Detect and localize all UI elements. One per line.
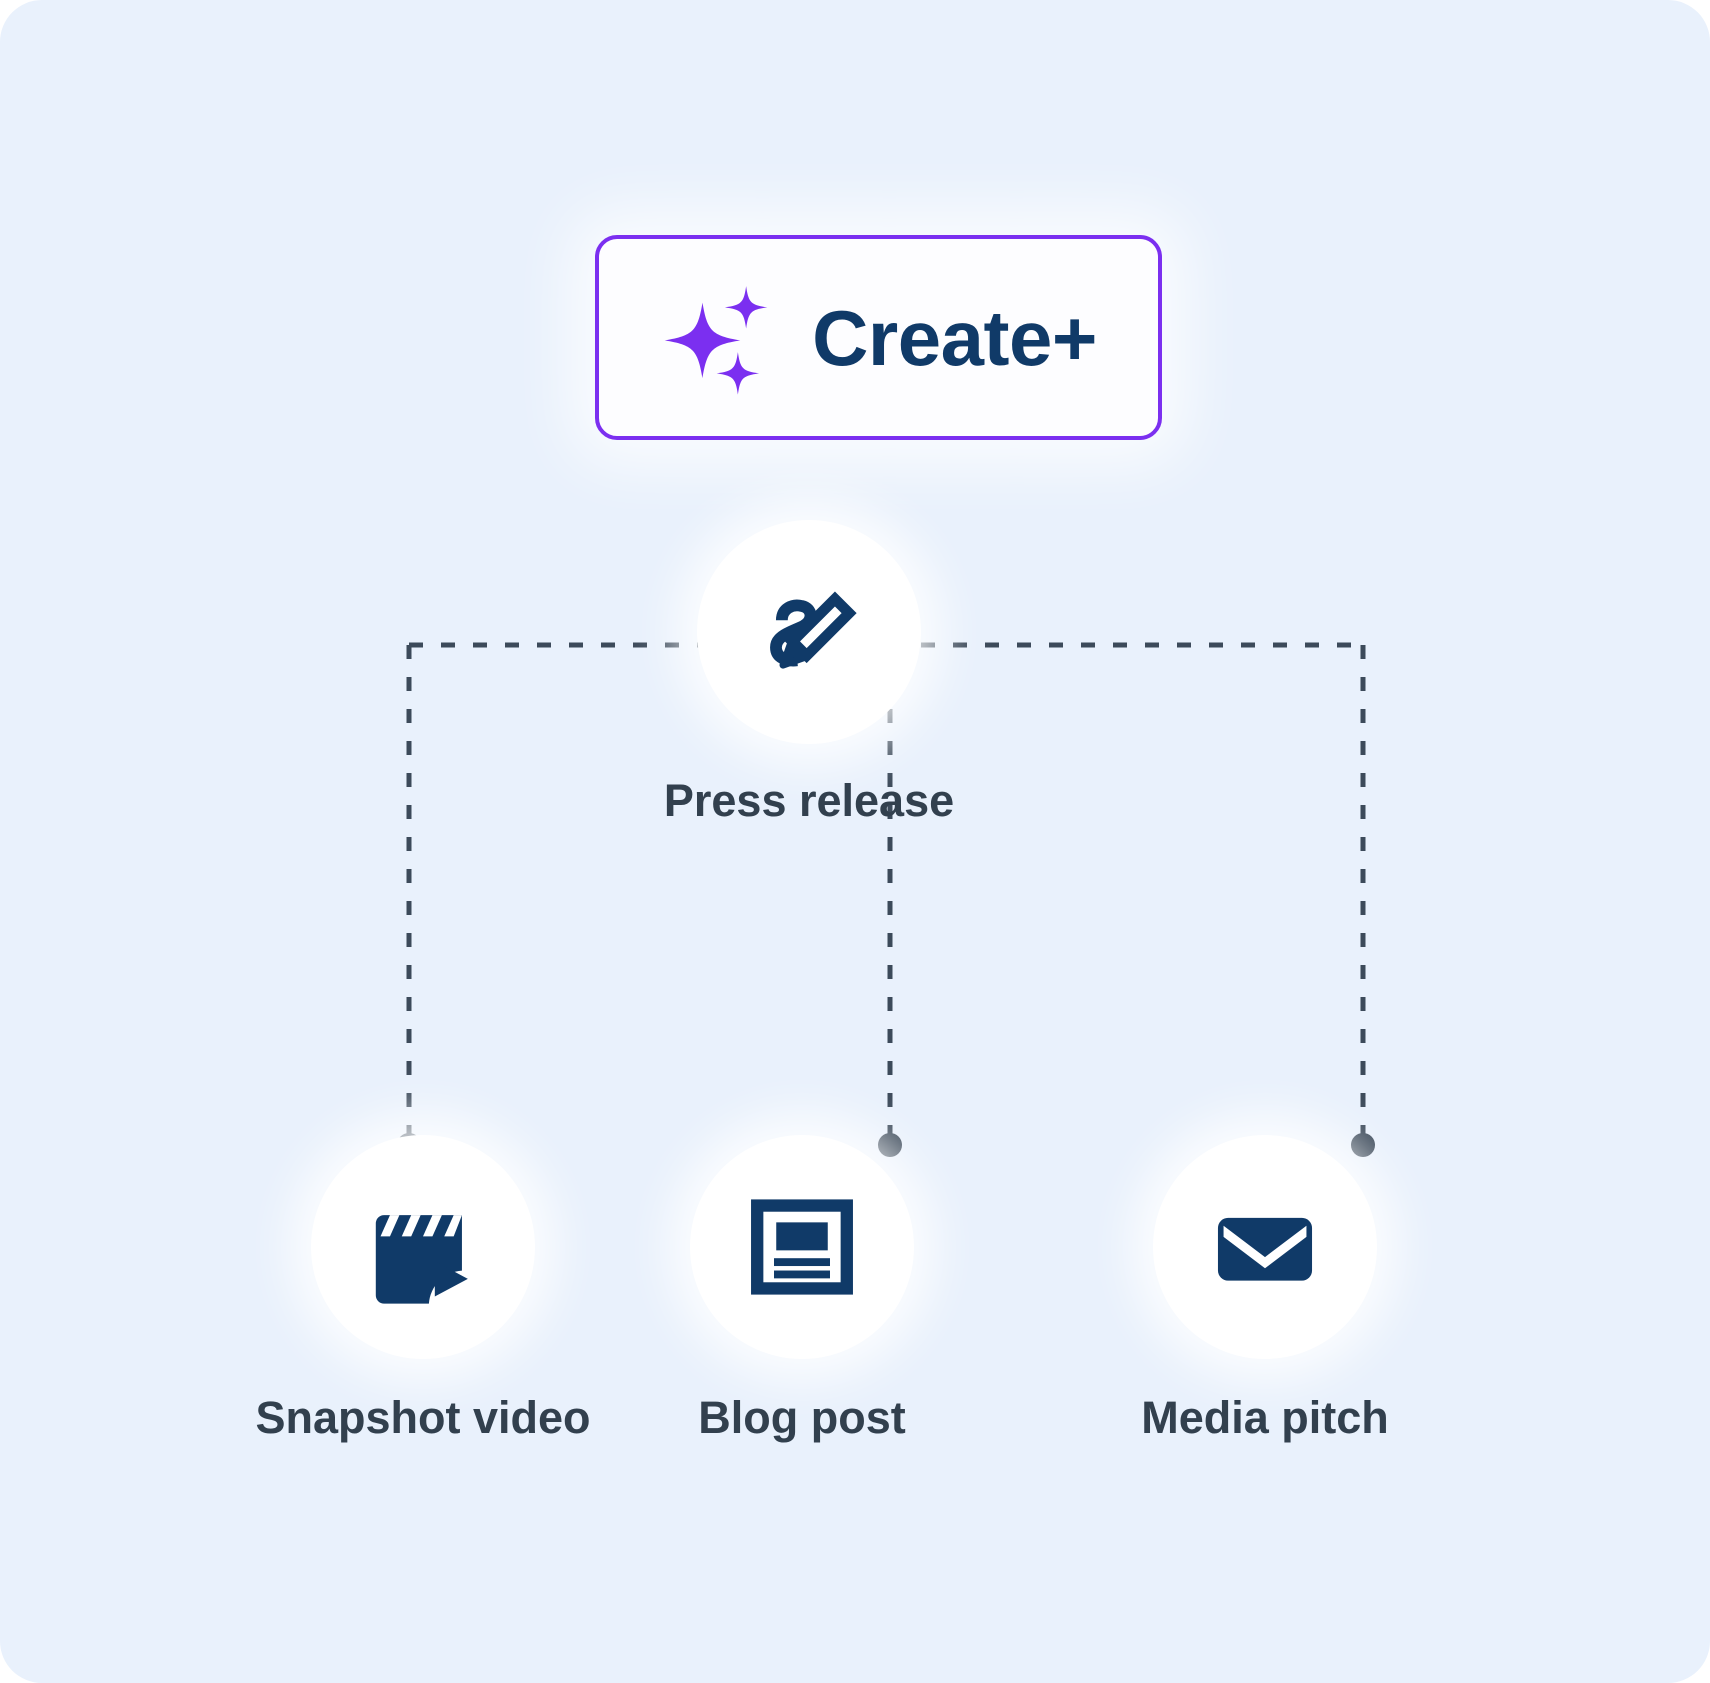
node-press-release[interactable]: Press release bbox=[664, 520, 954, 823]
article-icon bbox=[751, 1199, 853, 1295]
snapshot-video-label: Snapshot video bbox=[255, 1392, 591, 1443]
create-plus-button[interactable]: Create+ bbox=[595, 235, 1162, 440]
blog-post-icon-circle[interactable] bbox=[690, 1135, 914, 1359]
press-release-icon-circle[interactable] bbox=[697, 520, 921, 744]
envelope-icon bbox=[1217, 1217, 1313, 1281]
pencil-edit-icon bbox=[770, 591, 857, 669]
node-snapshot-video[interactable]: Snapshot video bbox=[255, 1135, 591, 1443]
press-release-label: Press release bbox=[663, 775, 955, 826]
sparkles-icon bbox=[664, 285, 768, 395]
media-pitch-label: Media pitch bbox=[1141, 1392, 1389, 1443]
snapshot-video-icon-circle[interactable] bbox=[311, 1135, 535, 1359]
create-plus-label: Create+ bbox=[812, 293, 1097, 382]
node-media-pitch[interactable]: Media pitch bbox=[1120, 1135, 1410, 1440]
node-blog-post[interactable]: Blog post bbox=[686, 1135, 918, 1440]
media-pitch-icon-circle[interactable] bbox=[1153, 1135, 1377, 1359]
clapperboard-play-icon bbox=[375, 1215, 468, 1304]
blog-post-label: Blog post bbox=[698, 1392, 906, 1443]
